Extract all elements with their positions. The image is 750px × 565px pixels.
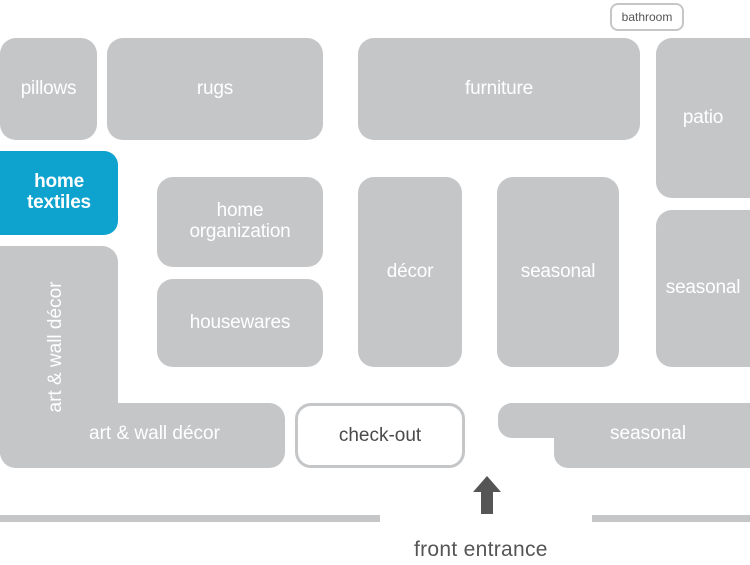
department-rugs-label: rugs <box>196 77 234 99</box>
department-furniture-label: furniture <box>465 77 533 99</box>
department-rugs[interactable]: rugs <box>107 38 323 140</box>
department-home-organization[interactable]: home organization <box>157 177 323 267</box>
front-entrance-label: front entrance <box>414 538 548 561</box>
department-patio[interactable]: patio <box>656 38 750 198</box>
department-pillows-label: pillows <box>20 77 77 99</box>
department-patio-label: patio <box>682 106 724 128</box>
department-seasonal-right-label: seasonal <box>665 277 741 299</box>
art-wall-decor-horizontal-block <box>0 403 285 468</box>
department-checkout[interactable]: check-out <box>295 403 465 468</box>
front-wall-left <box>0 515 380 522</box>
department-checkout-label: check-out <box>338 424 422 446</box>
department-housewares[interactable]: housewares <box>157 279 323 367</box>
department-decor-label: décor <box>386 260 434 282</box>
department-decor[interactable]: décor <box>358 177 462 367</box>
art-wall-decor-horizontal-label: art & wall décor <box>89 423 220 444</box>
department-pillows[interactable]: pillows <box>0 38 97 140</box>
department-bathroom-label: bathroom <box>621 10 673 24</box>
seasonal-bottom-lower-block <box>554 410 750 468</box>
department-seasonal-center-label: seasonal <box>520 260 596 282</box>
department-housewares-label: housewares <box>189 311 291 333</box>
department-furniture[interactable]: furniture <box>358 38 640 140</box>
department-home-organization-label: home organization <box>189 200 291 242</box>
department-home-textiles-label: home textiles <box>27 171 91 213</box>
department-bathroom[interactable]: bathroom <box>610 3 684 31</box>
department-seasonal-center[interactable]: seasonal <box>497 177 619 367</box>
up-arrow-icon <box>473 476 501 514</box>
front-wall-right <box>592 515 750 522</box>
seasonal-bottom-label: seasonal <box>610 423 687 444</box>
department-home-textiles[interactable]: home textiles <box>0 151 118 235</box>
art-wall-decor-vertical-label: art & wall décor <box>45 281 66 413</box>
department-seasonal-right[interactable]: seasonal <box>656 210 750 367</box>
